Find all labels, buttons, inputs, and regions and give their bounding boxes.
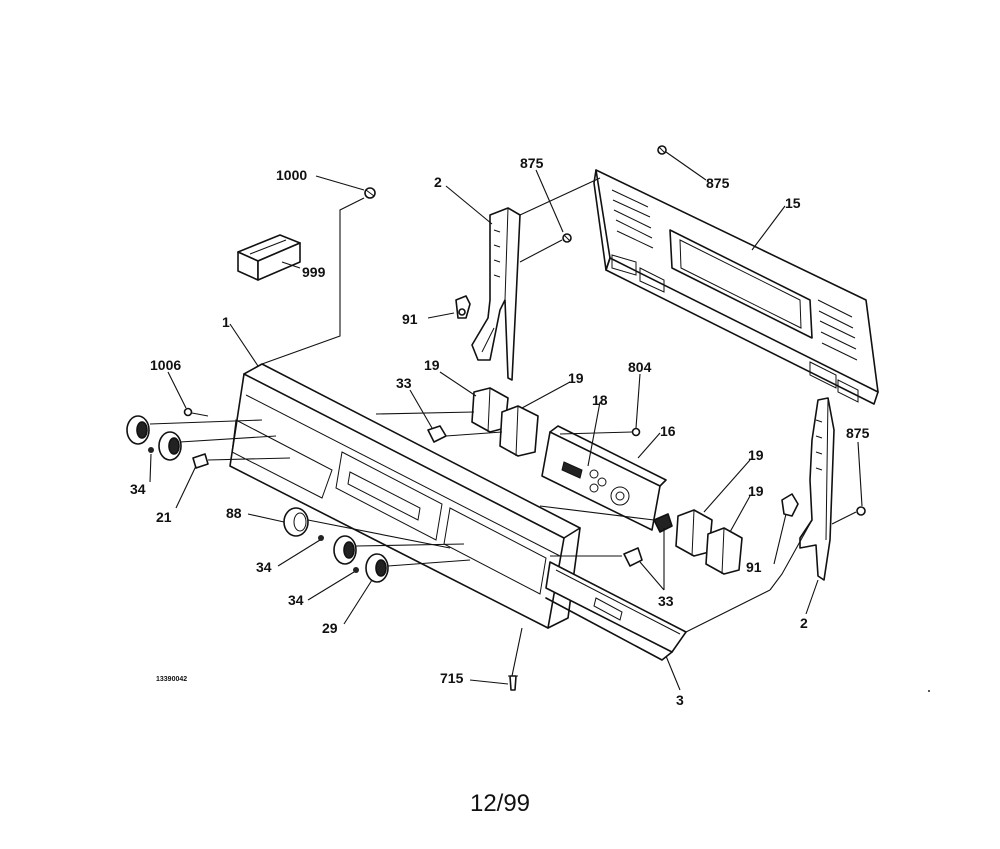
screw-1006 xyxy=(183,407,209,417)
callout-19-d: 19 xyxy=(748,483,764,499)
knob-29 xyxy=(365,553,389,583)
clip-33-a xyxy=(427,425,447,443)
callout-1006: 1006 xyxy=(150,357,181,373)
control-panel-1 xyxy=(229,363,581,629)
callout-999: 999 xyxy=(302,264,326,280)
callout-715: 715 xyxy=(440,670,464,686)
switch-19-d xyxy=(705,527,743,575)
screw-875-top xyxy=(657,145,667,155)
callout-875-b: 875 xyxy=(706,175,730,191)
stray-mark xyxy=(928,690,930,692)
knob-upper-left-a xyxy=(126,415,150,445)
clip-33-b xyxy=(623,547,643,567)
callout-34-c: 34 xyxy=(288,592,304,608)
callout-34-a: 34 xyxy=(130,481,146,497)
clip-33-c xyxy=(653,513,673,533)
footer-date: 12/99 xyxy=(469,790,531,817)
callout-18: 18 xyxy=(592,392,608,408)
callout-34-b: 34 xyxy=(256,559,272,575)
callout-804: 804 xyxy=(628,359,652,375)
box-999 xyxy=(237,234,301,281)
callout-875-a: 875 xyxy=(520,155,544,171)
switch-19-b xyxy=(499,405,539,457)
knob-lower-a xyxy=(333,535,357,565)
callout-1000: 1000 xyxy=(276,167,307,183)
callout-19-a: 19 xyxy=(424,357,440,373)
callout-91-right: 91 xyxy=(746,559,762,575)
callout-19-b: 19 xyxy=(568,370,584,386)
knob-88 xyxy=(283,507,309,537)
callout-16: 16 xyxy=(660,423,676,439)
callout-33-a: 33 xyxy=(396,375,412,391)
side-bracket-2-left xyxy=(471,207,521,381)
callout-3: 3 xyxy=(676,692,684,708)
screw-1000 xyxy=(364,187,376,199)
screw-875-bracket xyxy=(562,233,572,243)
callout-2-right: 2 xyxy=(800,615,808,631)
screw-804 xyxy=(631,427,641,437)
callout-29: 29 xyxy=(322,620,338,636)
callout-91-top: 91 xyxy=(402,311,418,327)
rear-panel-15 xyxy=(593,169,879,405)
leader-lines xyxy=(149,151,863,691)
callout-21: 21 xyxy=(156,509,172,525)
callout-15: 15 xyxy=(785,195,801,211)
callout-875-c: 875 xyxy=(846,425,870,441)
callout-labels: 1000 999 2 875 875 15 91 1 1006 33 19 19… xyxy=(130,155,870,708)
trim-3 xyxy=(545,561,687,661)
knob-upper-left-b xyxy=(158,431,182,461)
insert-21 xyxy=(192,453,209,469)
side-bracket-2-right xyxy=(781,397,866,581)
washer-34-a xyxy=(148,447,154,453)
clip-91-top xyxy=(455,295,471,319)
drawing-id: 13390042 xyxy=(156,676,187,683)
callout-1: 1 xyxy=(222,314,230,330)
callout-19-c: 19 xyxy=(748,447,764,463)
callout-88: 88 xyxy=(226,505,242,521)
screw-715 xyxy=(508,675,518,691)
projection-lines xyxy=(149,177,857,677)
callout-33-b: 33 xyxy=(658,593,674,609)
electronic-control-16 xyxy=(541,425,667,531)
callout-2-left: 2 xyxy=(434,174,442,190)
washer-34-b xyxy=(318,535,324,541)
washer-34-c xyxy=(353,567,359,573)
